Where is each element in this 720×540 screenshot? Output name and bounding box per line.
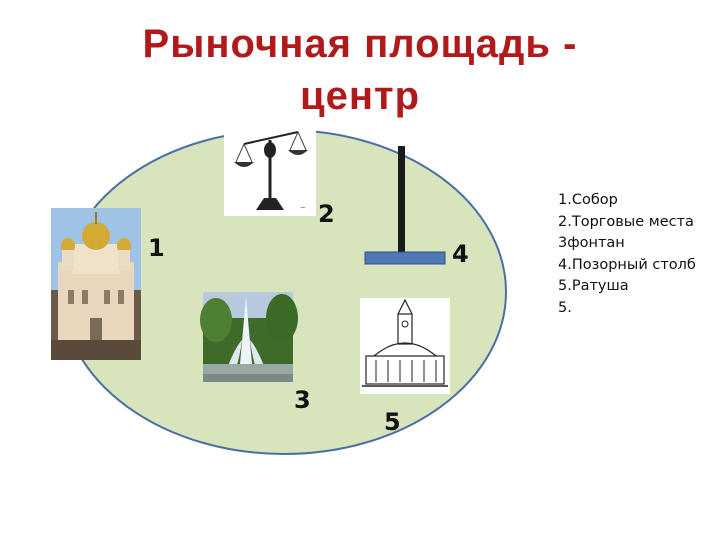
legend-item: 5.Ратуша [558,278,629,294]
fountain-icon [200,292,298,382]
legend-item: 4.Позорный столб [558,256,696,273]
legend: 1.Собор 2.Торговые места 3фонтан 4.Позор… [558,190,720,319]
marker-2: 2 [318,200,335,228]
slide-title: Рыночная площадь - центр [0,18,720,122]
pillory-icon [364,146,446,265]
title-line-2: центр [299,74,421,118]
cathedral-icon [51,208,141,360]
legend-item: 2.Торговые места [558,213,694,230]
marker-1: 1 [148,234,165,262]
legend-item: 5. [558,299,572,316]
marker-5: 5 [384,408,401,436]
legend-item: 3фонтан [558,235,625,251]
title-line-1: Рыночная площадь - [142,22,578,66]
legend-item: 1.Собор [558,192,618,208]
scales-icon: ~ [224,124,316,216]
svg-text:~: ~ [300,204,306,212]
marker-4: 4 [452,240,469,268]
marker-3: 3 [294,386,311,414]
town-hall-icon [360,298,450,394]
